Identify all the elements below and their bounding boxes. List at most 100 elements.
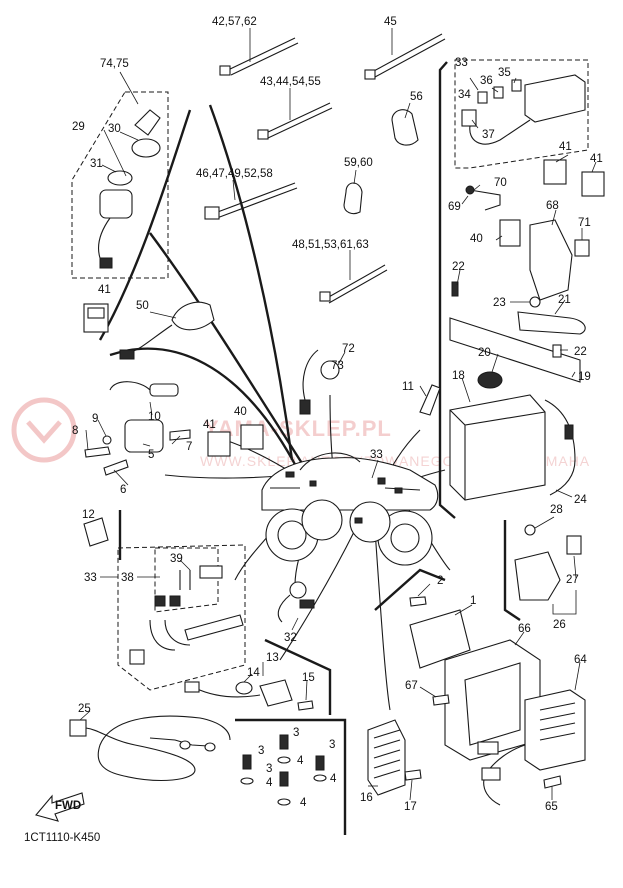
main-switch-body (99, 189, 133, 219)
relay-41-right-a (543, 159, 567, 185)
bolt-3-b (279, 734, 289, 750)
sub-harness-wires (149, 619, 191, 651)
o-ring-13 (235, 681, 253, 695)
fuse-34 (477, 91, 488, 104)
fuse-box-33 (524, 74, 586, 123)
callout-67: 67 (405, 680, 418, 692)
bolt-17 (404, 769, 422, 781)
lead-25-branch (149, 737, 209, 747)
washer-4-b (277, 756, 291, 764)
callout-48: 48,51,53,61,63 (292, 239, 369, 251)
lead-25 (69, 715, 231, 781)
main-switch-group (71, 91, 169, 279)
callout-33-center: 33 (370, 449, 383, 461)
main-switch-plug (99, 257, 113, 269)
washer-4-a (240, 777, 254, 785)
callout-11: 11 (402, 381, 414, 393)
sub-harness-plug-a (154, 595, 166, 607)
callout-6: 6 (120, 484, 126, 496)
connector-71 (574, 239, 590, 257)
main-switch-frame (71, 91, 169, 279)
callout-40-right: 40 (470, 233, 483, 245)
screw-69 (465, 185, 475, 195)
callout-68: 68 (546, 200, 559, 212)
washer-4-d (277, 798, 291, 806)
fwd-arrow-shape (35, 792, 85, 822)
atv-connector-e (354, 517, 363, 524)
callout-36: 36 (480, 75, 493, 87)
callout-17: 17 (404, 801, 417, 813)
bolt-22-top (451, 281, 459, 297)
callout-46: 46,47,49,52,58 (196, 168, 273, 180)
key-head-30 (131, 138, 161, 158)
relay-mount-group (465, 185, 590, 301)
nut-31 (107, 170, 133, 186)
bolt-28 (524, 524, 536, 536)
switch-32-wire (277, 594, 291, 623)
callout-5: 5 (148, 449, 154, 461)
section-dividers (98, 61, 521, 835)
atv-seat (299, 452, 361, 471)
relay-mount-68 (529, 219, 573, 301)
callout-3-d: 3 (266, 763, 272, 775)
callout-56: 56 (410, 91, 423, 103)
battery-group (449, 281, 586, 501)
callout-37: 37 (482, 129, 495, 141)
atv-body (261, 457, 439, 511)
bolt-3-a (242, 754, 252, 770)
divider-ecu (374, 568, 446, 611)
callout-59: 59,60 (344, 157, 373, 169)
callout-41-left: 41 (98, 284, 111, 296)
callout-32: 32 (284, 632, 297, 644)
atv-wheel-rear-2 (349, 501, 391, 543)
callout-7: 7 (186, 441, 192, 453)
bolt-2 (409, 596, 427, 607)
sub-harness-frame (117, 544, 246, 691)
atv-connector-a (285, 471, 295, 478)
callout-41-right-b: 41 (590, 153, 603, 165)
lead-25-terminal-a (179, 740, 191, 750)
starter-relay-26 (514, 551, 561, 601)
spark-plug-11 (419, 384, 441, 416)
bracket-66-inner (464, 662, 521, 746)
lead-25-connector (69, 719, 87, 737)
relay-40-right (499, 219, 521, 247)
diagram-code: 1CT1110-K450 (24, 832, 101, 844)
sub-harness-tube (184, 614, 244, 641)
callout-70: 70 (494, 177, 507, 189)
ecu-1 (409, 609, 471, 669)
fuse-box-group (454, 59, 589, 169)
callout-65: 65 (545, 801, 558, 813)
rectifier-fins (373, 729, 401, 779)
washer-4-c (313, 774, 327, 782)
watermark-logo-mark (26, 420, 62, 444)
fuse-holder-37 (461, 109, 477, 127)
battery-18 (449, 394, 546, 501)
callout-9: 9 (92, 413, 98, 425)
callout-72: 72 (342, 343, 355, 355)
cap-7 (169, 429, 191, 441)
watermark-logo-icon (11, 397, 77, 463)
cable-tie-45 (371, 33, 446, 78)
callout-3-c: 3 (329, 739, 335, 751)
callout-28: 28 (550, 504, 563, 516)
speed-sensor-group (184, 679, 314, 711)
bolt-67 (432, 694, 450, 706)
fuse-box-frame (454, 59, 589, 169)
callout-27: 27 (566, 574, 579, 586)
fwd-arrow-icon: FWD (35, 792, 85, 822)
cable-tie-48 (326, 264, 388, 304)
callout-22-right: 22 (574, 346, 587, 358)
regulator-plug-a (477, 741, 499, 755)
atv-hub-rear (390, 523, 420, 553)
ignition-coil-group (84, 381, 191, 476)
atv-wheel-front-2 (301, 499, 343, 541)
callout-43: 43,44,54,55 (260, 76, 321, 88)
divider-bolts (235, 718, 347, 835)
atv-vehicle (261, 452, 439, 566)
cable-tie-45-head (364, 69, 376, 80)
cable-ties (204, 33, 446, 304)
fuse-35 (511, 79, 522, 92)
callout-74: 74,75 (100, 58, 129, 70)
